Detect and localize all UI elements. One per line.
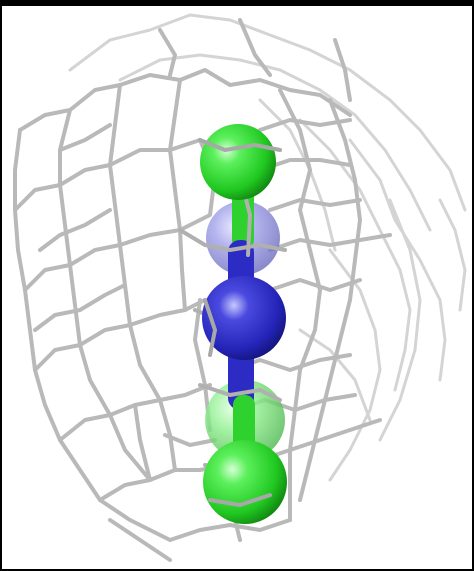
- atom-nitrogen-center: [202, 276, 286, 360]
- mesh-cage-front: [13, 18, 392, 562]
- frame-left-border: [0, 0, 2, 571]
- atom-group-front: [200, 124, 287, 524]
- atom-carbon-bottom: [203, 440, 287, 524]
- frame-right-border: [472, 0, 474, 571]
- frame-bottom-border: [0, 569, 474, 571]
- atom-carbon-top: [200, 124, 276, 200]
- mesh-cage-top: [198, 138, 282, 507]
- frame-top-border: [0, 0, 474, 6]
